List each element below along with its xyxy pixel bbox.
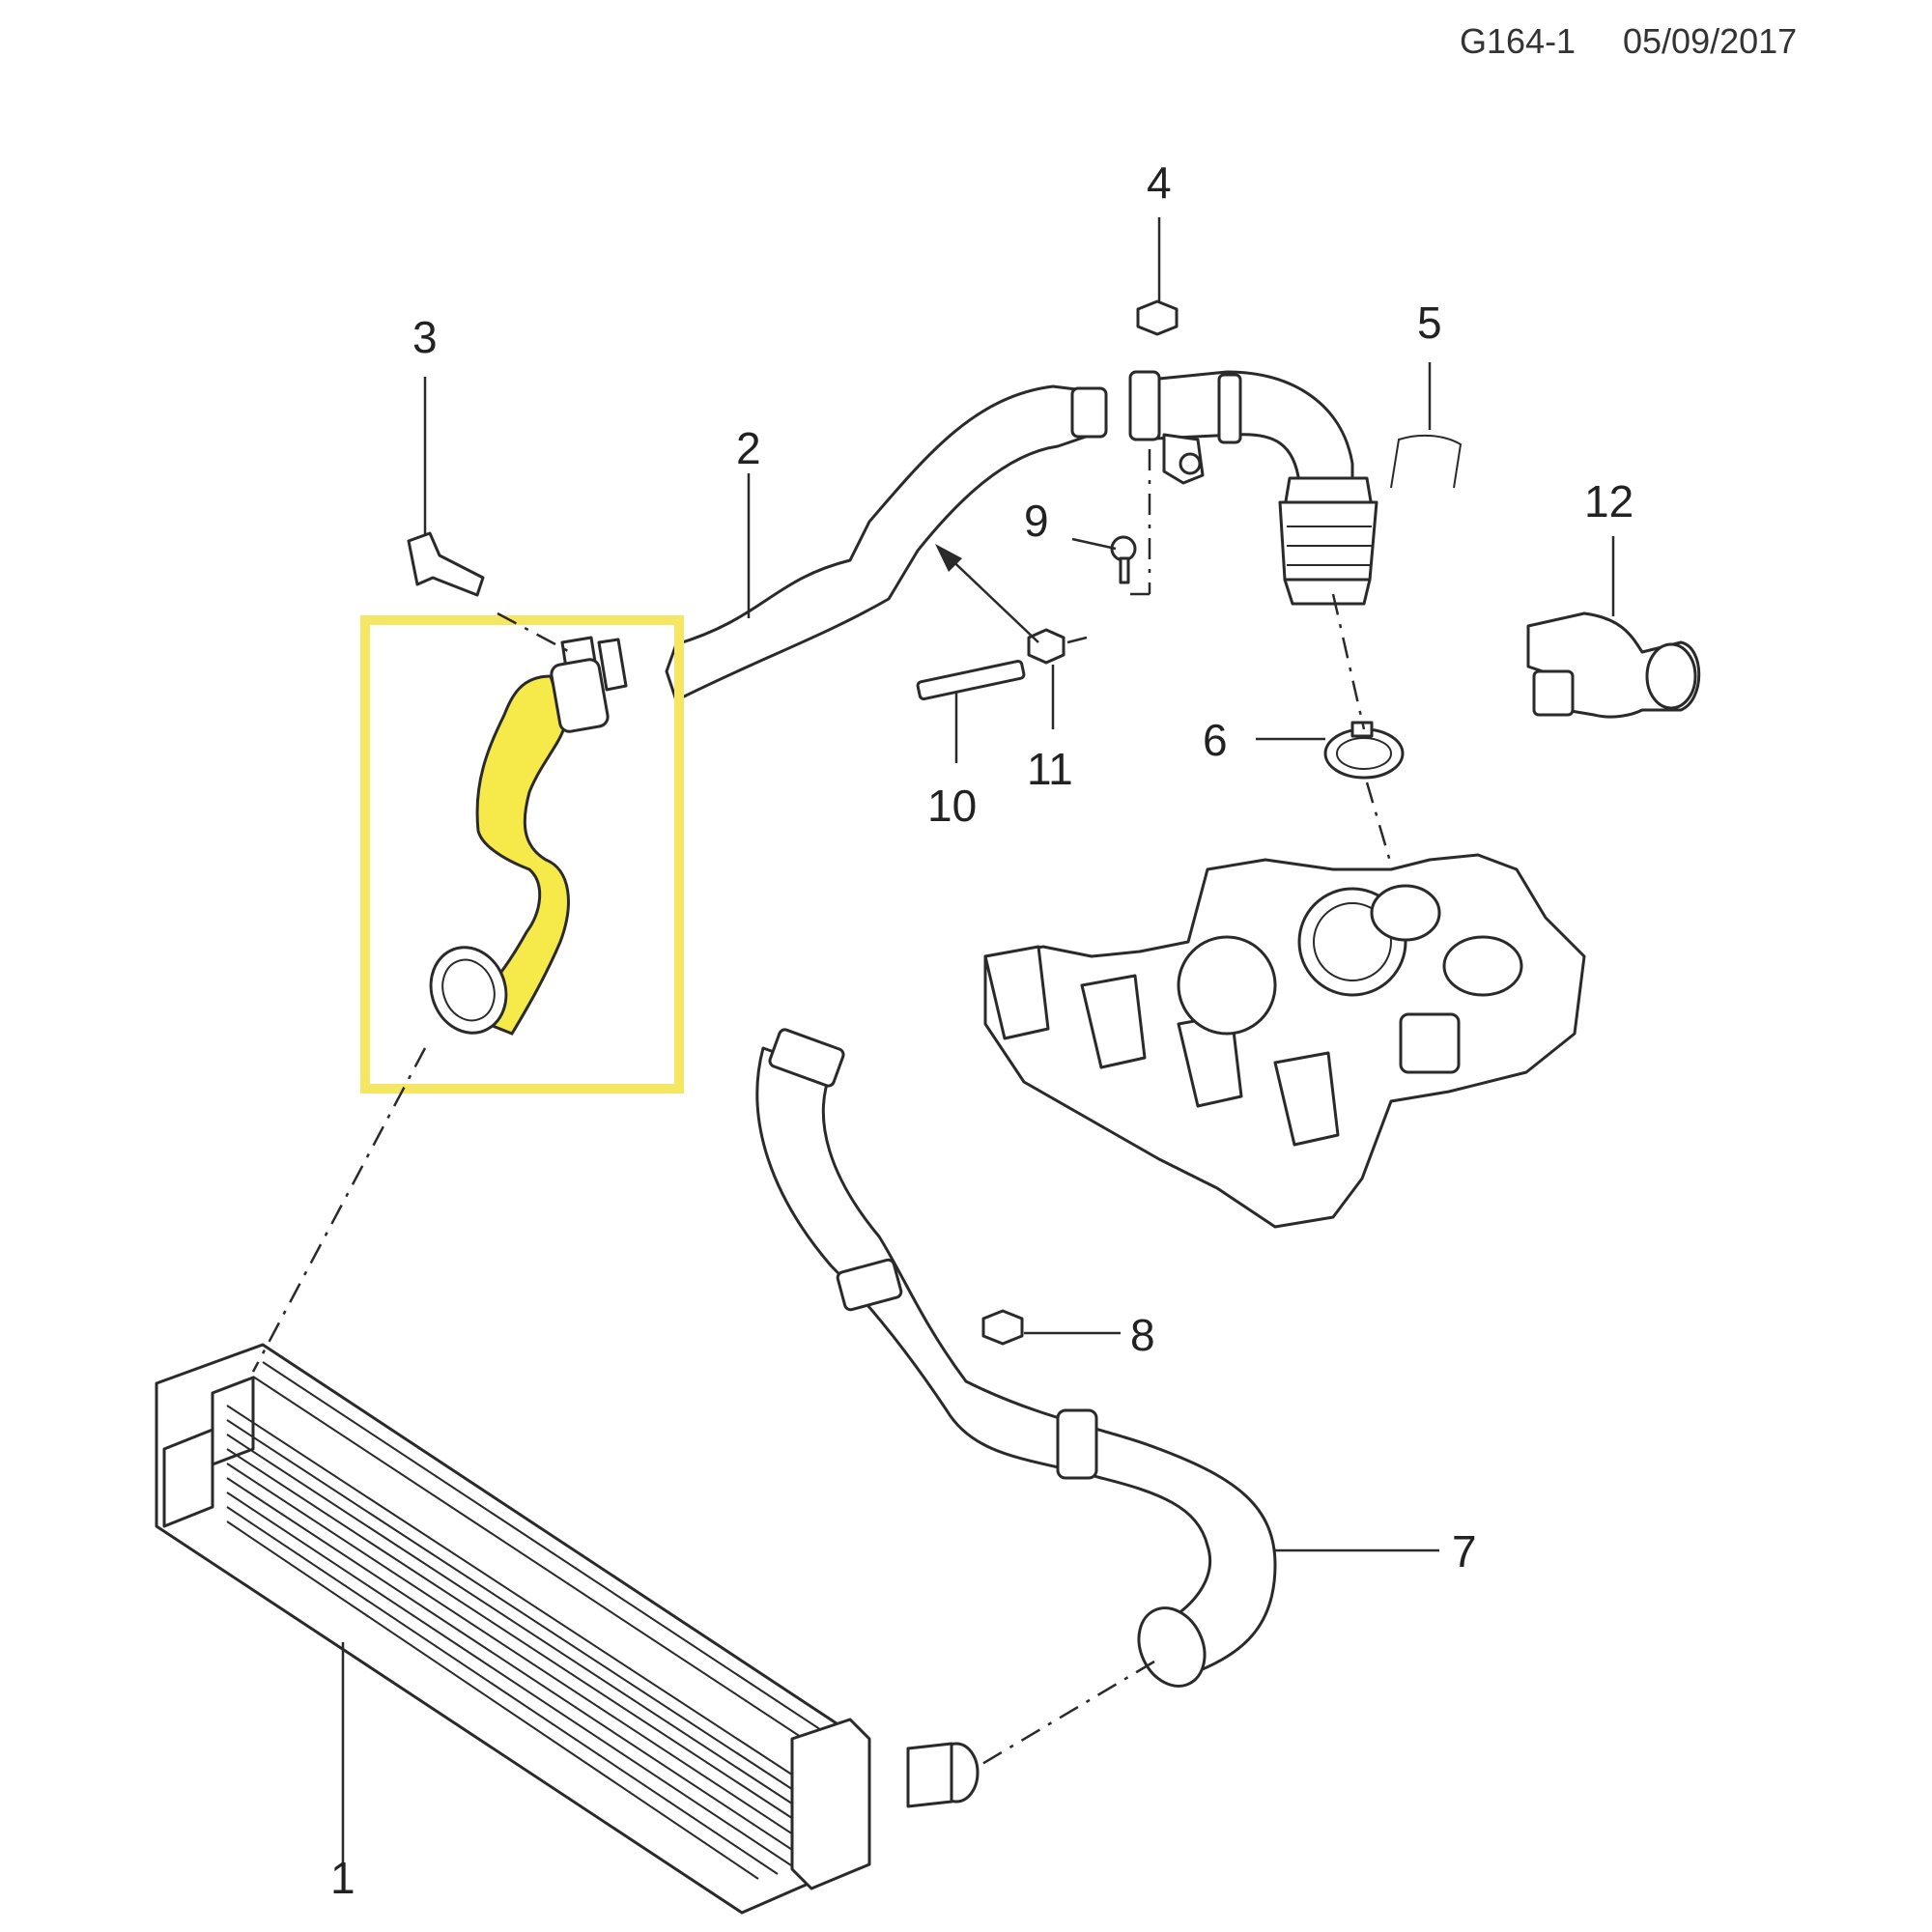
turbocharger-manifold <box>983 853 1586 1229</box>
nut-11[interactable] <box>1027 628 1065 665</box>
callout-8: 8 <box>1130 1310 1155 1360</box>
nut-8[interactable] <box>981 1309 1024 1346</box>
arrowhead <box>935 544 962 572</box>
clamp-6[interactable] <box>1323 721 1405 780</box>
assembly-lines <box>251 449 1393 1770</box>
clip-5[interactable] <box>1390 434 1463 489</box>
nut-4[interactable] <box>1136 299 1179 336</box>
callout-11: 11 <box>1027 744 1073 794</box>
callout-10: 10 <box>927 781 977 831</box>
intercooler-fins <box>226 1361 847 1880</box>
drawing-date: 05/09/2017 <box>1623 21 1798 61</box>
leader-lines <box>341 217 1615 1869</box>
highlight-box <box>360 615 684 1094</box>
callout-6: 6 <box>1203 715 1228 765</box>
screw-9[interactable] <box>1110 535 1137 584</box>
callout-12: 12 <box>1584 476 1634 526</box>
callout-labels: 1 2 3 4 5 6 7 8 9 10 11 12 <box>330 157 1634 1903</box>
intercooler[interactable] <box>155 1343 980 1915</box>
highlighted-hose[interactable] <box>360 615 684 1094</box>
callout-2: 2 <box>736 423 761 473</box>
connector-12[interactable] <box>1526 611 1701 719</box>
callout-9: 9 <box>1024 496 1049 546</box>
stud-10[interactable] <box>916 660 1026 700</box>
drawing-code: G164-1 <box>1460 21 1577 61</box>
charge-air-pipe[interactable] <box>560 370 1378 702</box>
callout-3: 3 <box>412 312 438 362</box>
callout-1: 1 <box>330 1853 355 1903</box>
lower-hose[interactable] <box>755 1028 1277 1696</box>
callout-7: 7 <box>1452 1526 1477 1577</box>
callout-5: 5 <box>1417 298 1442 348</box>
bolt-3[interactable] <box>407 531 485 597</box>
callout-4: 4 <box>1147 157 1172 208</box>
